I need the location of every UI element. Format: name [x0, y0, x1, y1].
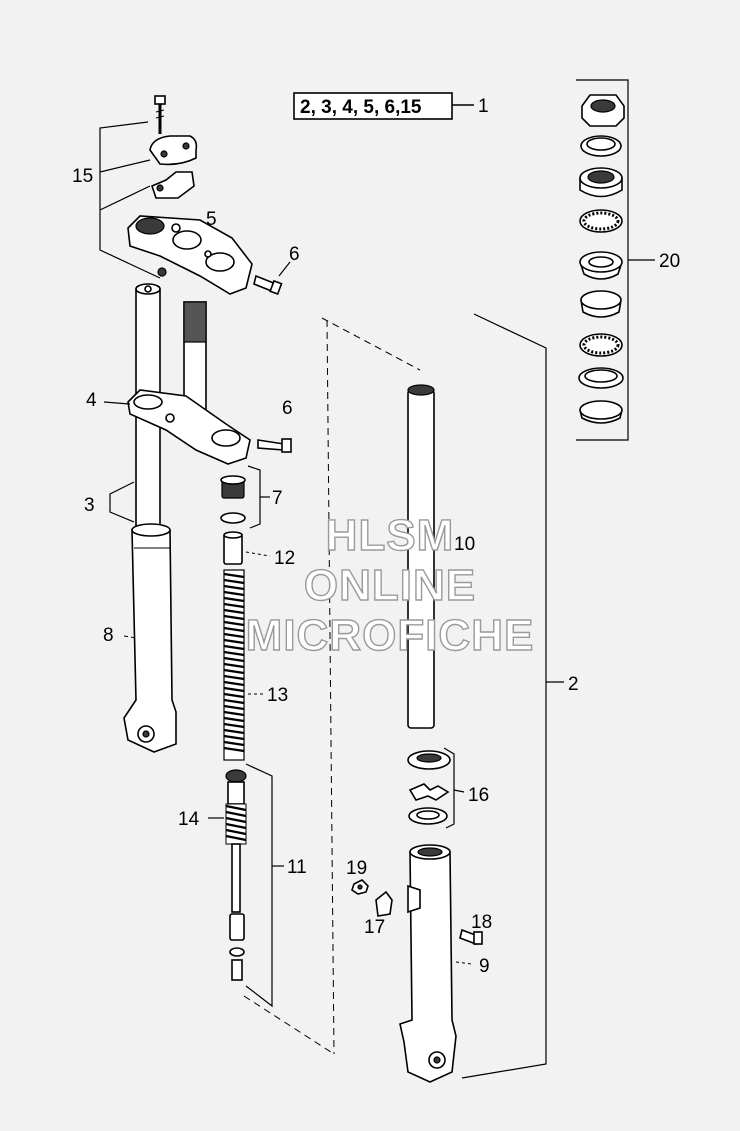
handlebar-clamp-assembly: 15	[72, 95, 198, 279]
fork-internals-upper: 7 12 13	[220, 465, 295, 761]
watermark-line-3: MICROFICHE	[246, 611, 535, 660]
callout-16: 16	[468, 785, 489, 806]
callout-15: 15	[72, 166, 93, 187]
reference-box-target: 1	[478, 96, 489, 117]
callout-3: 3	[84, 495, 95, 516]
fork-spring	[223, 569, 245, 761]
exploded-view-outline	[243, 317, 421, 1055]
callout-2: 2	[568, 674, 579, 695]
callout-13: 13	[267, 685, 288, 706]
callout-11: 11	[287, 857, 307, 878]
upper-triple-clamp: 5 6	[127, 209, 300, 296]
callout-7: 7	[272, 488, 283, 509]
rebound-spring	[225, 803, 247, 845]
callout-18: 18	[471, 912, 492, 933]
callout-6-lower: 6	[282, 398, 293, 419]
reference-box: 2, 3, 4, 5, 6,15 1	[293, 92, 489, 120]
watermark: HLSM ONLINE MICROFICHE	[245, 510, 535, 660]
damper-rod-assembly: 14 11	[178, 763, 307, 1008]
reference-box-items: 2, 3, 4, 5, 6,15	[300, 97, 422, 118]
callout-5: 5	[206, 209, 217, 230]
callout-4: 4	[86, 390, 97, 411]
callout-14: 14	[178, 809, 200, 830]
callout-12: 12	[274, 548, 295, 569]
watermark-line-2: ONLINE	[304, 561, 476, 610]
callout-17: 17	[364, 917, 385, 938]
fork-assembly-right: 2 10 16 9 18 17 19	[346, 313, 579, 1083]
callout-20: 20	[659, 251, 680, 272]
callout-9: 9	[479, 956, 490, 977]
callout-10: 10	[454, 534, 475, 555]
callout-6-upper: 6	[289, 244, 300, 265]
callout-8: 8	[103, 625, 114, 646]
fork-leg-left: 4 6 8 3	[84, 283, 293, 753]
watermark-line-1: HLSM	[326, 511, 455, 560]
steering-bearing-set: 20	[576, 79, 680, 441]
callout-19: 19	[346, 858, 367, 879]
